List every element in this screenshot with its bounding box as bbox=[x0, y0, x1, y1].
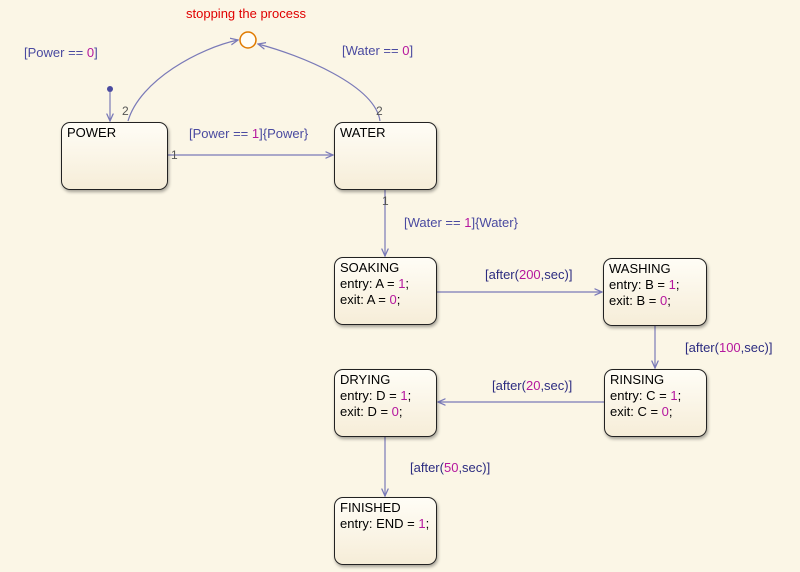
state-drying-exit: exit: D = 0; bbox=[340, 404, 403, 419]
transition-power-stop[interactable] bbox=[127, 40, 238, 122]
label-water-soak[interactable]: [Water == 1]{Water} bbox=[404, 215, 518, 230]
state-power[interactable]: POWER bbox=[61, 122, 168, 190]
state-washing-exit: exit: B = 0; bbox=[609, 293, 671, 308]
state-drying-entry: entry: D = 1; bbox=[340, 388, 412, 403]
state-power-name: POWER bbox=[67, 125, 117, 140]
state-drying-name: DRYING bbox=[340, 372, 391, 387]
label-power-water[interactable]: [Power == 1]{Power} bbox=[189, 126, 309, 141]
default-transition-dot bbox=[107, 86, 113, 92]
state-finished[interactable]: FINISHED entry: END = 1; bbox=[334, 497, 437, 565]
history-junction[interactable] bbox=[239, 31, 257, 49]
state-soaking-name: SOAKING bbox=[340, 260, 400, 275]
junction-label: stopping the process bbox=[186, 6, 306, 21]
state-finished-name: FINISHED bbox=[340, 500, 401, 515]
label-wash-rinse[interactable]: [after(100,sec)] bbox=[685, 340, 773, 355]
state-rinsing-name: RINSING bbox=[610, 372, 665, 387]
order-water-soak: 1 bbox=[382, 194, 389, 208]
order-power-water: 1 bbox=[171, 148, 178, 162]
state-drying[interactable]: DRYING entry: D = 1; exit: D = 0; bbox=[334, 369, 437, 437]
state-soaking[interactable]: SOAKING entry: A = 1; exit: A = 0; bbox=[334, 257, 437, 325]
label-dry-finish[interactable]: [after(50,sec)] bbox=[410, 460, 491, 475]
label-power-stop[interactable]: [Power == 0] bbox=[24, 45, 98, 60]
state-soaking-exit: exit: A = 0; bbox=[340, 292, 401, 307]
transition-water-stop[interactable] bbox=[258, 44, 381, 122]
state-washing[interactable]: WASHING entry: B = 1; exit: B = 0; bbox=[603, 258, 707, 326]
label-water-stop[interactable]: [Water == 0] bbox=[342, 43, 414, 58]
order-power-stop: 2 bbox=[122, 104, 129, 118]
state-rinsing-exit: exit: C = 0; bbox=[610, 404, 673, 419]
label-rinse-dry[interactable]: [after(20,sec)] bbox=[492, 378, 573, 393]
order-water-stop: 2 bbox=[376, 104, 383, 118]
state-finished-entry: entry: END = 1; bbox=[340, 516, 430, 531]
state-washing-name: WASHING bbox=[609, 261, 671, 276]
label-soak-wash[interactable]: [after(200,sec)] bbox=[485, 267, 573, 282]
state-water-name: WATER bbox=[340, 125, 386, 140]
state-water[interactable]: WATER bbox=[334, 122, 437, 190]
state-rinsing[interactable]: RINSING entry: C = 1; exit: C = 0; bbox=[604, 369, 707, 437]
state-rinsing-entry: entry: C = 1; bbox=[610, 388, 682, 403]
state-soaking-entry: entry: A = 1; bbox=[340, 276, 410, 291]
state-washing-entry: entry: B = 1; bbox=[609, 277, 680, 292]
